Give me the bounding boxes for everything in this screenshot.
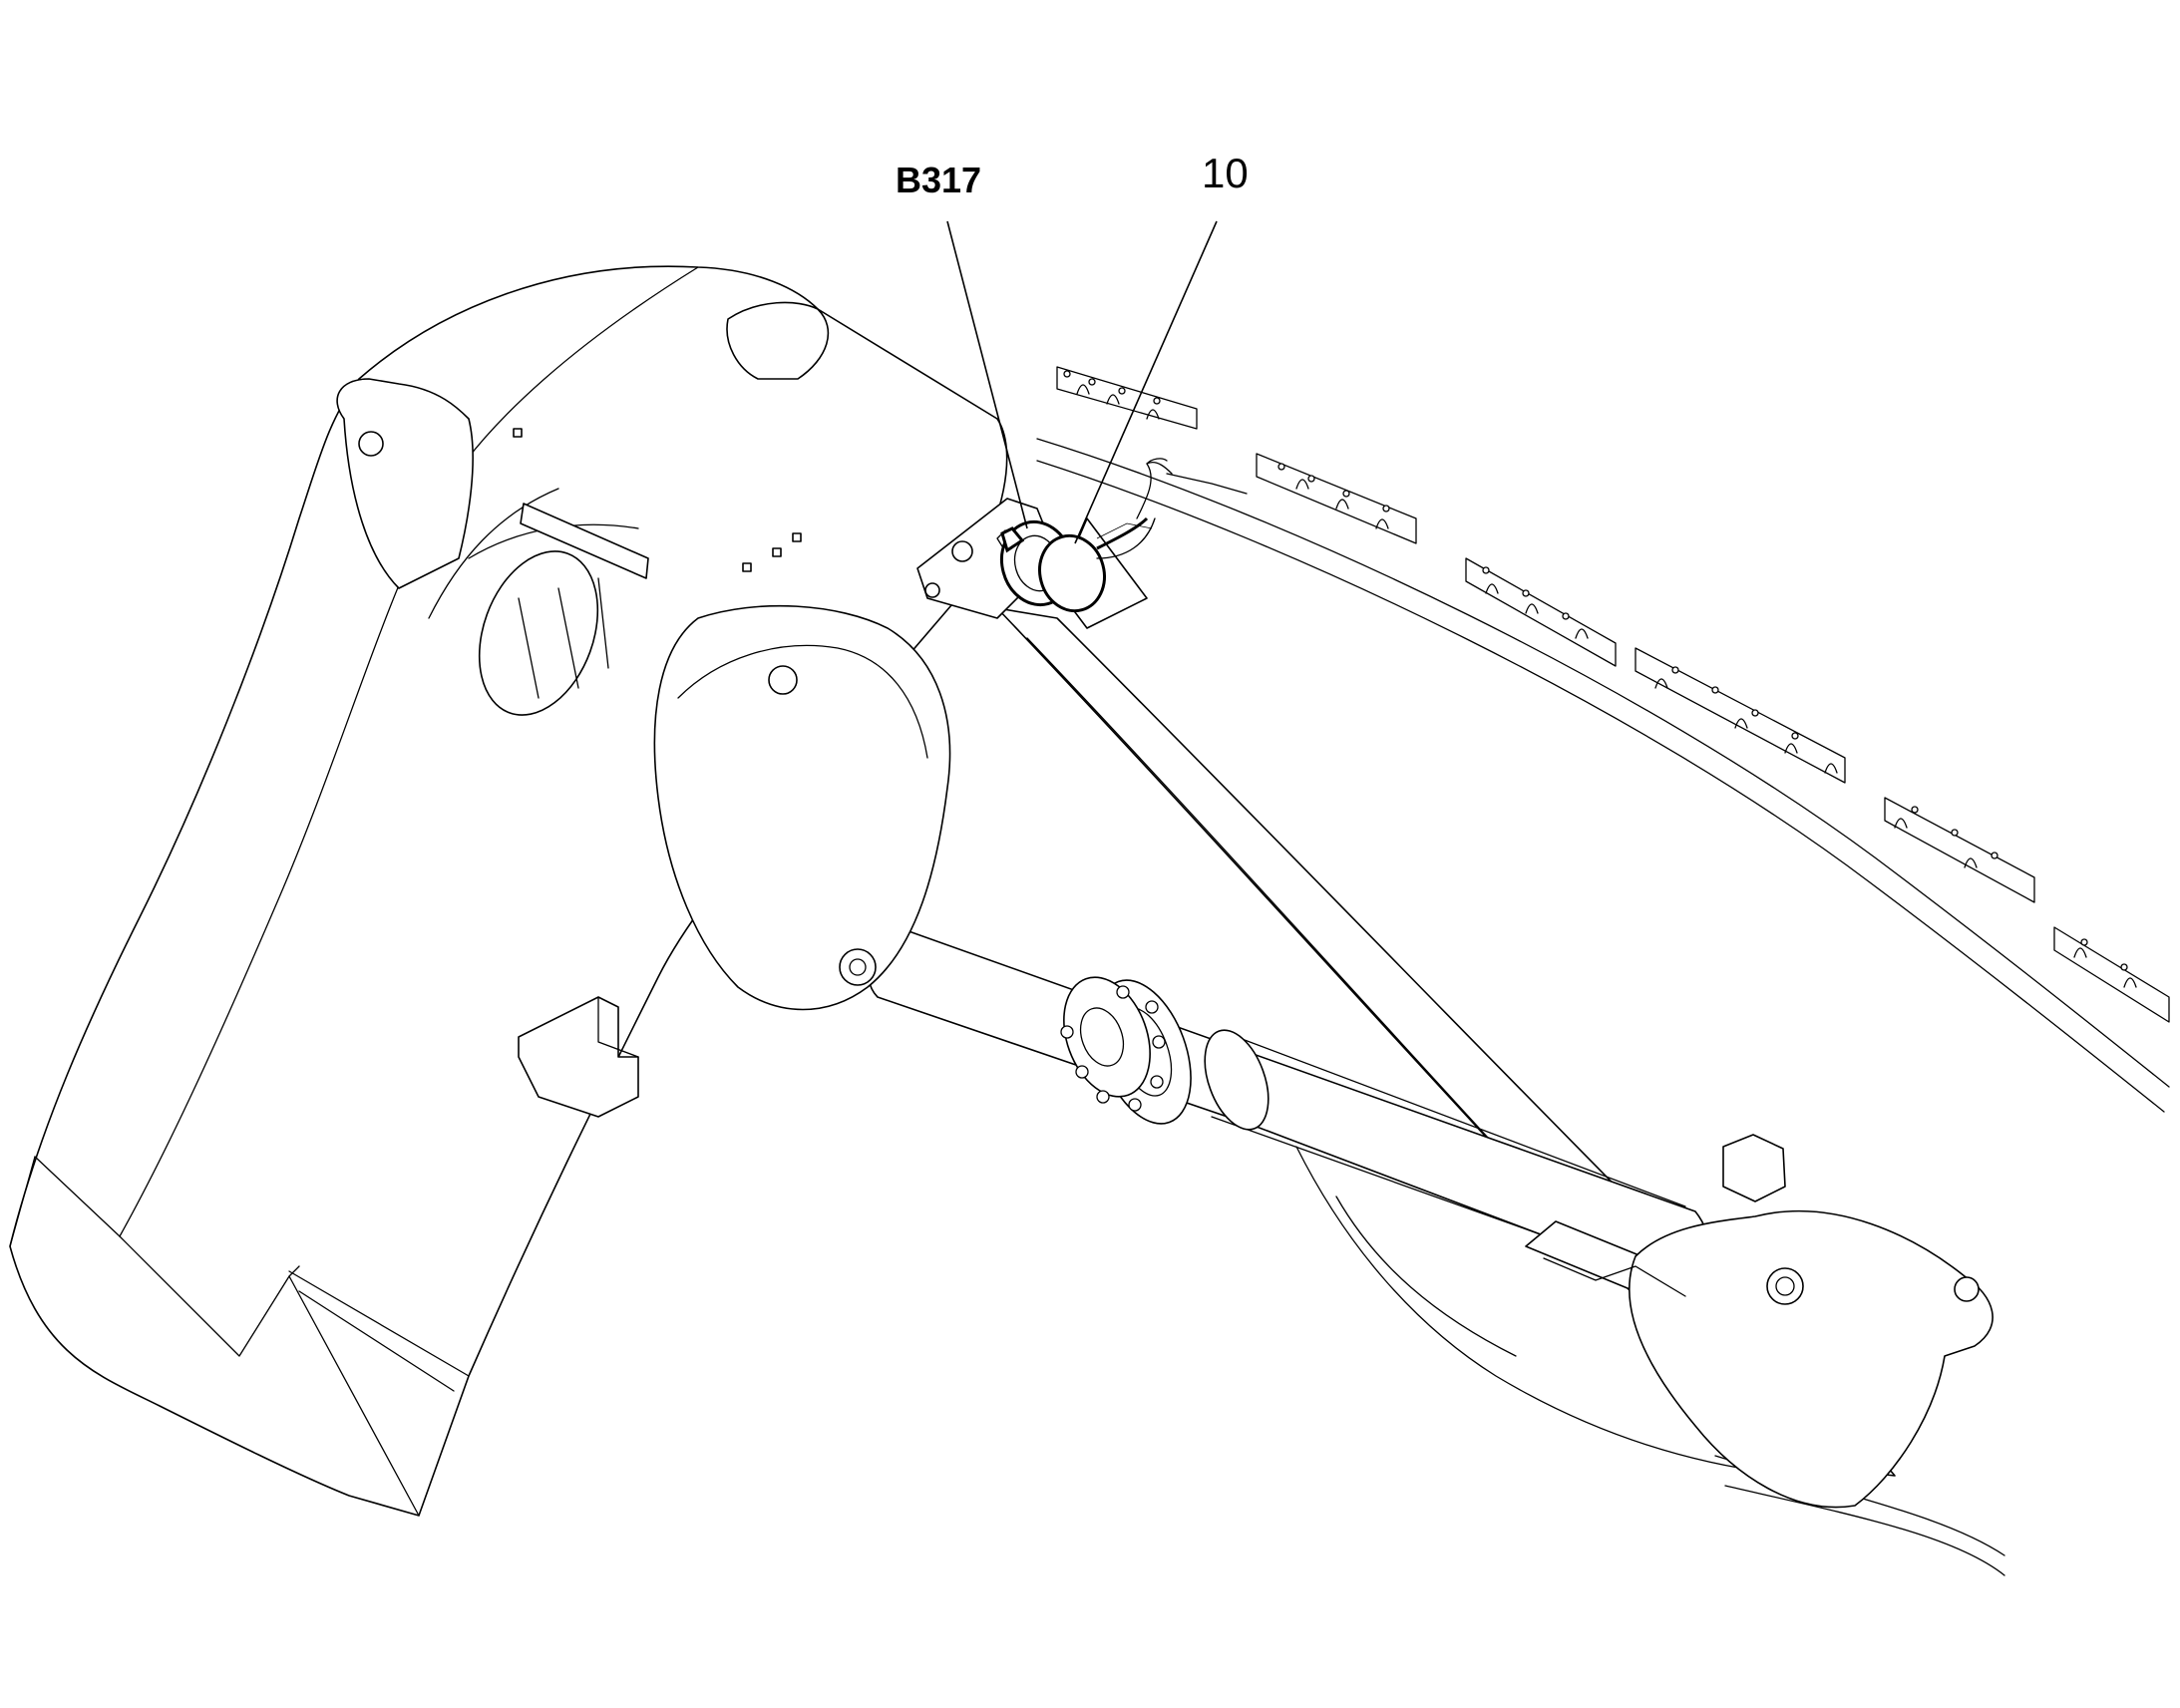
callout-10: 10 xyxy=(1202,150,1249,196)
hose-carrier xyxy=(1036,366,2170,1113)
main-boom xyxy=(9,265,1008,1517)
callout-b317: B317 xyxy=(896,160,982,200)
boom-holes xyxy=(513,428,802,572)
carrier-rivets xyxy=(1063,370,2128,971)
leader-b317 xyxy=(946,220,1028,529)
flange-bolts xyxy=(1060,985,1166,1112)
leader-10 xyxy=(1074,220,1218,544)
sensor-cable xyxy=(1096,458,1248,559)
carrier-loops xyxy=(1076,384,2137,988)
speed-sensor xyxy=(996,519,1106,613)
hydraulic-cylinder xyxy=(867,926,1994,1509)
